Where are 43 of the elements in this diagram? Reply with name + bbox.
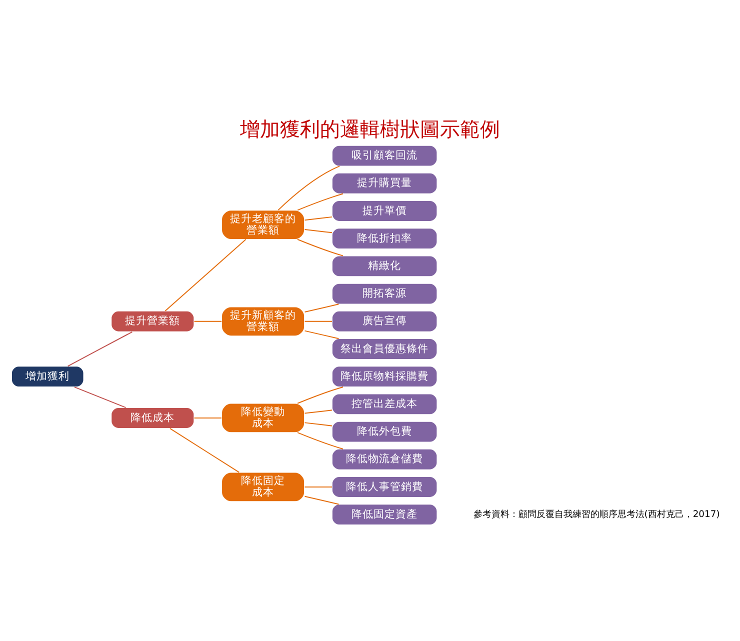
node-box: 提升營業額 [110, 310, 194, 332]
connector [169, 427, 240, 472]
connector [67, 330, 133, 366]
connector [74, 386, 126, 408]
connector [304, 330, 340, 339]
node-box: 開拓客源 [332, 282, 438, 304]
node-box: 降低變動成本 [221, 402, 305, 432]
connector [297, 238, 344, 256]
connector [164, 238, 246, 311]
node-box: 提升老顧客的營業額 [221, 209, 305, 240]
node-box: 提升單價 [332, 200, 438, 222]
diagram-title: 增加獲利的邏輯樹狀圖示範例 [240, 118, 500, 141]
node-box: 降低成本 [110, 406, 194, 428]
node-box: 增加獲利 [11, 365, 84, 387]
node-box: 降低固定成本 [221, 472, 305, 502]
connector [304, 495, 340, 504]
connector [297, 386, 344, 404]
connector [297, 432, 344, 449]
node-box: 控管出差成本 [332, 392, 438, 414]
connector [297, 192, 344, 210]
node-box: 降低外包費 [332, 420, 438, 442]
node-box: 祭出會員優惠條件 [332, 338, 438, 360]
node-box: 廣告宣傳 [332, 310, 438, 332]
node-box: 提升新顧客的營業額 [221, 306, 305, 336]
connector [194, 320, 222, 322]
connector [304, 486, 332, 487]
node-box: 降低人事管銷費 [332, 476, 438, 498]
connector [304, 228, 332, 233]
node-box: 吸引顧客回流 [332, 144, 438, 166]
connector [278, 165, 340, 210]
connector [304, 303, 340, 312]
connector [304, 422, 332, 426]
node-box: 降低折扣率 [332, 227, 438, 249]
node-box: 提升購買量 [332, 172, 438, 194]
connector [304, 409, 332, 414]
connector [304, 216, 332, 220]
connector [304, 320, 332, 322]
node-box: 降低固定資產 [332, 503, 438, 525]
connector [194, 416, 222, 418]
node-box: 降低原物料採購費 [332, 365, 438, 387]
node-box: 降低物流倉儲費 [332, 448, 438, 470]
node-box: 精緻化 [332, 254, 438, 276]
caption: 參考資料：顧問反覆自我練習的順序思考法(西村克己，2017) [473, 508, 720, 520]
